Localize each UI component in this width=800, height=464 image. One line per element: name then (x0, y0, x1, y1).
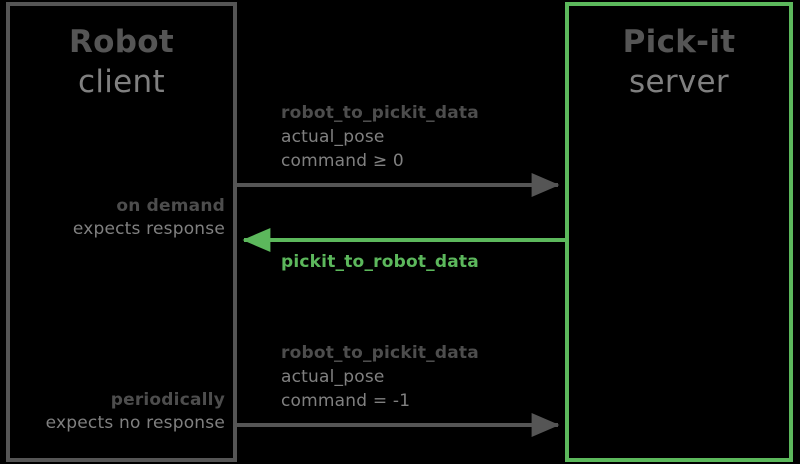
message-1-title: robot_to_pickit_data (281, 103, 479, 123)
message-label-periodic: robot_to_pickit_data actual_pose command… (281, 341, 561, 413)
participant-box-robot-client: Robot client on demand expects response … (6, 2, 237, 462)
message-3-title: robot_to_pickit_data (281, 343, 479, 363)
participant-box-pickit-server: Pick-it server (565, 2, 793, 462)
message-3-field-command: command = -1 (281, 391, 411, 411)
annotation-on-demand-sub: expects response (72, 219, 225, 239)
message-3-field-actual-pose: actual_pose (281, 367, 385, 387)
message-label-on-demand: robot_to_pickit_data actual_pose command… (281, 101, 561, 173)
pickit-server-title: Pick-it (622, 24, 736, 60)
message-1-field-command: command ≥ 0 (281, 151, 404, 171)
annotation-periodically-strong: periodically (110, 390, 225, 410)
annotation-on-demand: on demand expects response (0, 195, 233, 241)
message-label-pickit-to-robot-data: pickit_to_robot_data (281, 252, 479, 272)
pickit-server-subtitle: server (629, 64, 729, 100)
annotation-periodically-sub: expects no response (45, 413, 225, 433)
annotation-periodically: periodically expects no response (0, 389, 233, 435)
message-1-field-actual-pose: actual_pose (281, 127, 385, 147)
robot-client-title: Robot (69, 24, 174, 60)
annotation-on-demand-strong: on demand (116, 196, 225, 216)
robot-client-subtitle: client (78, 64, 165, 100)
